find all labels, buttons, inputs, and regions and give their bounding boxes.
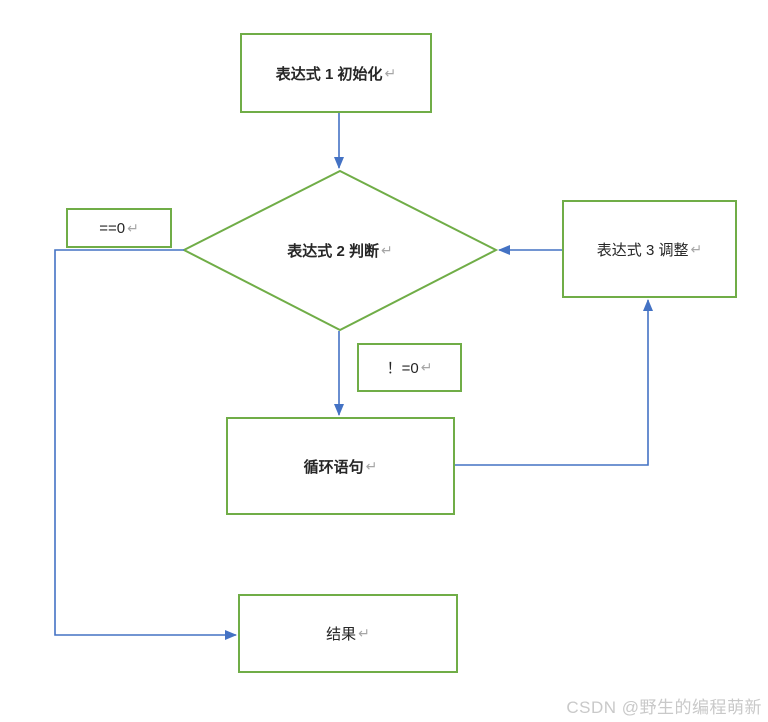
node-result-label: 结果 (326, 626, 357, 643)
return-mark-icon: ↵ (365, 457, 378, 474)
branch-label-neq-zero: ！=0↵ (357, 343, 462, 392)
node-expression1-label: 表达式 1 初始化 (275, 65, 383, 83)
node-expression2-label: 表达式 2 判断 (287, 243, 379, 260)
branch-neq-zero-text: ！=0 (386, 360, 419, 377)
csdn-watermark: CSDN @野生的编程萌新 (566, 698, 762, 717)
node-loop-statement: 循环语句↵ (226, 417, 455, 515)
node-expression3-adjust: 表达式 3 调整↵ (562, 200, 737, 298)
branch-eq-zero-text: ==0 (99, 219, 126, 237)
return-mark-icon: ↵ (384, 64, 397, 81)
node-loop-label: 循环语句 (303, 458, 364, 476)
diamond-expression2-shape (181, 169, 499, 332)
return-mark-icon: ↵ (127, 219, 139, 236)
branch-label-eq-zero: ==0↵ (66, 208, 172, 248)
node-expression2-condition: 表达式 2 判断↵ (184, 171, 496, 330)
arrow-loop-to-adjust (455, 299, 653, 466)
return-mark-icon: ↵ (358, 625, 370, 641)
return-mark-icon: ↵ (420, 359, 433, 375)
node-expression3-label: 表达式 3 调整 (596, 241, 689, 259)
node-result: 结果↵ (238, 594, 458, 673)
arrow-condition-to-result (54, 249, 237, 640)
return-mark-icon: ↵ (690, 240, 703, 257)
node-expression1-init: 表达式 1 初始化↵ (240, 33, 432, 113)
return-mark-icon: ↵ (380, 242, 393, 258)
